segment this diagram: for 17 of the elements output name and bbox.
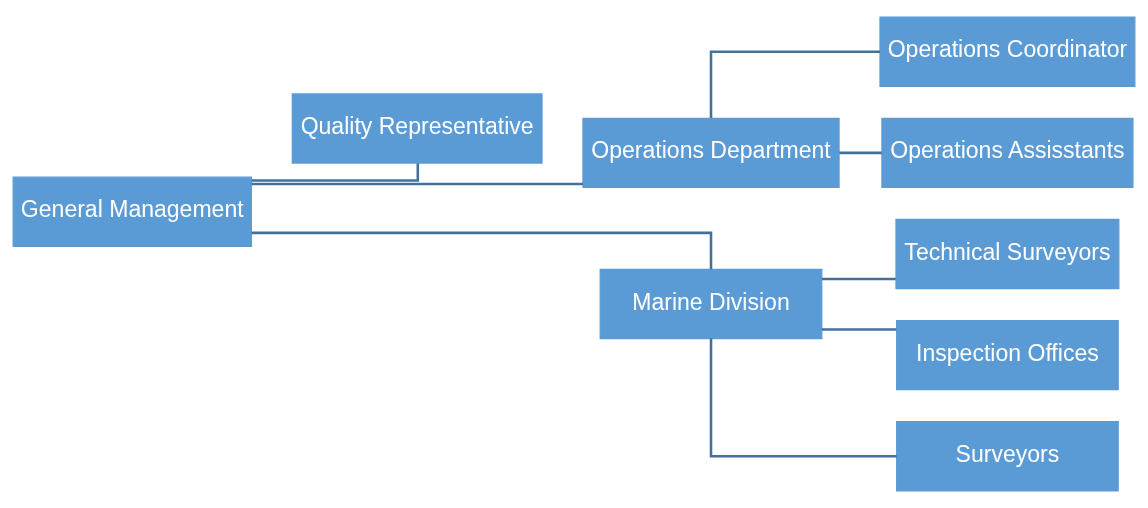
connector [709,50,880,119]
connector [251,231,713,270]
node-box: Operations Assisstants [881,117,1134,189]
connector [821,328,897,331]
node-box: Operations Department [582,117,840,189]
node-box: Technical Surveyors [895,218,1120,290]
node-box: Marine Division [599,268,823,340]
connector [821,277,896,281]
node-box: Quality Representative [291,93,543,164]
node-box: Operations Coordinator [879,16,1136,87]
node-box: General Management [12,176,252,247]
connector [709,338,897,458]
connector [251,182,583,186]
connector [839,151,882,155]
node-box: Inspection Offices [896,319,1119,391]
node-box: Surveyors [896,421,1119,492]
connector [251,163,420,182]
